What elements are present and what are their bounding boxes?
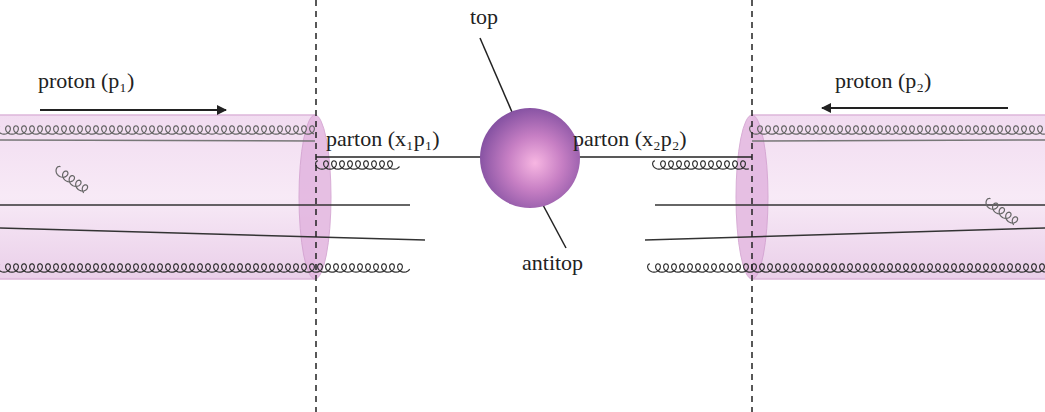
tube-edge xyxy=(752,114,1045,116)
tube-edge xyxy=(0,278,315,280)
gluon-coil xyxy=(54,165,89,193)
dashed-line xyxy=(315,0,317,412)
proton-tube xyxy=(0,115,315,279)
text-label: top xyxy=(470,4,498,29)
antitop-line xyxy=(543,205,566,248)
direction-arrow xyxy=(822,107,1008,109)
tube-edge xyxy=(752,278,1045,280)
gluon-coil xyxy=(653,161,749,169)
gluon-coil xyxy=(0,264,410,272)
gluon-coil xyxy=(316,161,400,169)
quark-line xyxy=(645,228,1045,240)
text-label: proton (p₁) xyxy=(38,68,134,93)
parton-line xyxy=(578,156,752,158)
direction-arrow xyxy=(40,109,226,111)
quark-line xyxy=(0,140,315,141)
gluon-coil xyxy=(984,197,1019,225)
text-label: parton (x₂p₂) xyxy=(573,126,687,151)
top-line xyxy=(480,38,512,112)
quark-line xyxy=(0,228,425,240)
proton-tube xyxy=(752,115,1045,279)
gluon-coil xyxy=(0,126,314,134)
dashed-line xyxy=(751,0,753,412)
gluon-coil xyxy=(750,126,1045,134)
quark-line xyxy=(0,204,410,206)
gluon-coil xyxy=(648,264,1045,272)
interaction-blob xyxy=(480,108,580,208)
parton-line xyxy=(316,156,482,158)
text-label: antitop xyxy=(522,250,583,275)
tube-edge xyxy=(0,114,315,116)
quark-line xyxy=(752,140,1045,141)
text-label: parton (x₁p₁) xyxy=(326,126,440,151)
text-label: proton (p₂) xyxy=(835,68,931,93)
